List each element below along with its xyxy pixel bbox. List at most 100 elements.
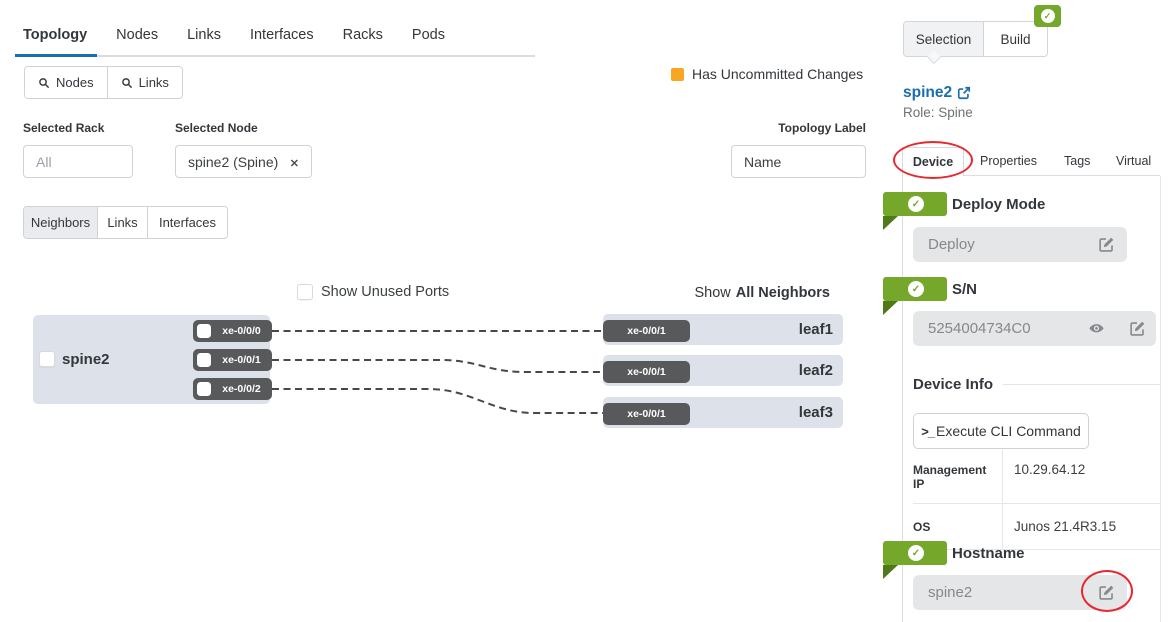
check-icon xyxy=(908,196,924,212)
build-status-badge xyxy=(1034,5,1061,27)
main-tab-bar: Topology Nodes Links Interfaces Racks Po… xyxy=(23,27,445,43)
link-line-spine2-leaf2 xyxy=(272,359,603,373)
port-label: xe-0/0/1 xyxy=(627,366,666,378)
search-links-label: Links xyxy=(138,75,169,90)
topology-label-value: Name xyxy=(744,153,782,170)
uncommitted-changes-legend: Has Uncommitted Changes xyxy=(671,66,863,82)
port-checkbox[interactable] xyxy=(197,324,211,338)
hostname-status-ribbon xyxy=(883,541,947,579)
eye-icon xyxy=(1089,324,1104,333)
reveal-serial-button[interactable] xyxy=(1088,320,1105,337)
show-neighbors-dropdown[interactable]: Show All Neighbors xyxy=(694,285,843,301)
search-icon xyxy=(39,77,50,88)
tab-tags[interactable]: Tags xyxy=(1064,154,1091,168)
device-info-divider xyxy=(1003,384,1160,385)
tabs-underline xyxy=(15,55,535,57)
tab-build-label: Build xyxy=(1000,31,1031,47)
view-tab-neighbors[interactable]: Neighbors xyxy=(24,207,97,238)
serial-status-ribbon xyxy=(883,277,947,315)
uncommitted-swatch-icon xyxy=(671,67,684,81)
node-spine2-checkbox[interactable] xyxy=(39,351,55,367)
tab-pods[interactable]: Pods xyxy=(411,27,445,43)
selected-node-select[interactable]: spine2 (Spine) xyxy=(175,145,312,178)
view-tab-links[interactable]: Links xyxy=(97,207,147,238)
clear-icon[interactable] xyxy=(290,154,299,170)
management-ip-value: 10.29.64.12 xyxy=(1002,450,1160,503)
edit-icon xyxy=(1099,237,1114,252)
port-leaf3-xe001[interactable]: xe-0/0/1 xyxy=(603,403,690,425)
selected-rack-select[interactable]: All xyxy=(23,145,133,178)
port-leaf2-xe001[interactable]: xe-0/0/1 xyxy=(603,361,690,383)
search-button-group: Nodes Links xyxy=(24,66,183,99)
tab-device-label: Device xyxy=(912,155,954,169)
node-leaf2-name: leaf2 xyxy=(798,362,833,379)
search-links-button[interactable]: Links xyxy=(106,67,182,98)
check-icon xyxy=(908,545,924,561)
hostname-title: Hostname xyxy=(952,545,1025,562)
tab-selection-label: Selection xyxy=(915,31,972,47)
edit-hostname-button[interactable] xyxy=(1098,584,1115,601)
port-label: xe-0/0/1 xyxy=(627,325,666,337)
port-leaf1-xe001[interactable]: xe-0/0/1 xyxy=(603,320,690,342)
port-checkbox[interactable] xyxy=(197,382,211,396)
tab-topology[interactable]: Topology xyxy=(23,27,88,43)
node-leaf3[interactable]: xe-0/0/1 leaf3 xyxy=(603,397,843,428)
show-neighbors-prefix: Show xyxy=(694,285,731,301)
port-checkbox[interactable] xyxy=(197,353,211,367)
search-nodes-button[interactable]: Nodes xyxy=(25,67,107,98)
selected-node-label: Selected Node xyxy=(175,121,258,135)
show-unused-ports-label: Show Unused Ports xyxy=(321,284,450,300)
selected-node-name: spine2 xyxy=(903,84,953,101)
check-icon xyxy=(908,281,924,297)
edit-deploy-mode-button[interactable] xyxy=(1098,236,1115,253)
serial-title: S/N xyxy=(952,281,978,298)
external-link-icon xyxy=(958,86,971,100)
tab-build[interactable]: Build xyxy=(984,22,1047,56)
tab-device[interactable]: Device xyxy=(902,147,964,176)
view-tab-label: Links xyxy=(107,215,138,230)
tab-racks[interactable]: Racks xyxy=(342,27,383,43)
tab-selection[interactable]: Selection xyxy=(904,22,984,56)
node-spine2-name: spine2 xyxy=(62,351,110,368)
edit-icon xyxy=(1130,321,1145,336)
search-icon xyxy=(121,77,132,88)
port-spine2-xe000[interactable]: xe-0/0/0 xyxy=(193,320,272,342)
edit-serial-button[interactable] xyxy=(1129,320,1146,337)
selected-rack-label: Selected Rack xyxy=(23,121,105,135)
view-tab-group: Neighbors Links Interfaces xyxy=(23,206,228,239)
uncommitted-label: Has Uncommitted Changes xyxy=(692,66,864,82)
serial-field: 5254004734C0 xyxy=(913,311,1156,346)
search-nodes-label: Nodes xyxy=(56,75,94,90)
node-leaf2[interactable]: xe-0/0/1 leaf2 xyxy=(603,355,843,386)
view-tab-label: Interfaces xyxy=(158,215,217,230)
os-label: OS xyxy=(913,520,931,534)
deploy-mode-field: Deploy xyxy=(913,227,1127,262)
table-row: Management IP 10.29.64.12 xyxy=(913,450,1160,504)
tab-virtual[interactable]: Virtual xyxy=(1116,154,1152,168)
device-info-title: Device Info xyxy=(913,376,994,393)
device-info-header: Device Info xyxy=(913,376,1160,393)
active-tab-underline xyxy=(15,54,97,57)
selected-node-link[interactable]: spine2 xyxy=(903,84,971,102)
tab-properties[interactable]: Properties xyxy=(980,154,1037,168)
tab-interfaces[interactable]: Interfaces xyxy=(249,27,314,43)
selected-node-value: spine2 (Spine) xyxy=(188,153,279,170)
tab-nodes[interactable]: Nodes xyxy=(116,27,159,43)
topology-label-select[interactable]: Name xyxy=(731,145,866,178)
deploy-mode-value: Deploy xyxy=(928,236,975,253)
link-line-spine2-leaf3 xyxy=(272,388,603,414)
view-tab-interfaces[interactable]: Interfaces xyxy=(147,207,227,238)
execute-cli-button[interactable]: Execute CLI Command xyxy=(913,413,1089,449)
port-spine2-xe002[interactable]: xe-0/0/2 xyxy=(193,378,272,400)
node-leaf1[interactable]: xe-0/0/1 leaf1 xyxy=(603,314,843,345)
serial-value: 5254004734C0 xyxy=(928,320,1031,337)
execute-cli-label: Execute CLI Command xyxy=(936,423,1081,439)
edit-icon xyxy=(1099,585,1114,600)
tab-links[interactable]: Links xyxy=(187,27,221,43)
node-leaf1-name: leaf1 xyxy=(798,321,833,338)
deploy-mode-status-ribbon xyxy=(883,192,947,230)
port-spine2-xe001[interactable]: xe-0/0/1 xyxy=(193,349,272,371)
show-unused-ports-checkbox[interactable] xyxy=(297,284,313,300)
hostname-value: spine2 xyxy=(928,584,973,601)
